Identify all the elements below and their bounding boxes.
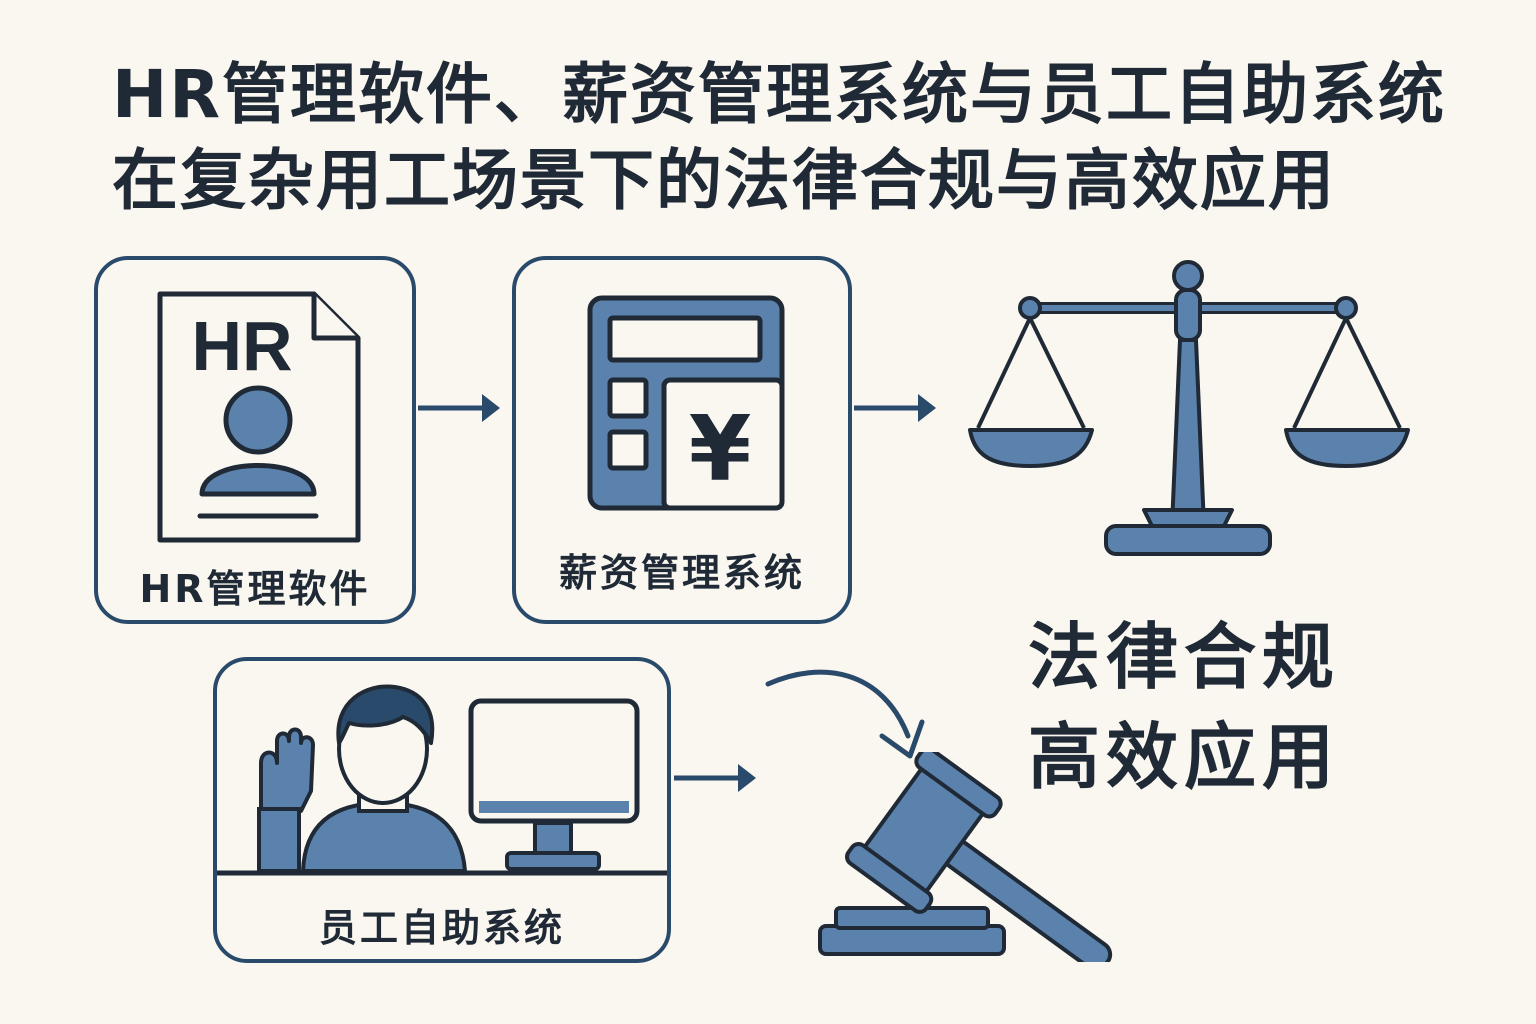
title-line-2: 在复杂用工场景下的法律合规与高效应用 <box>112 142 1336 219</box>
arrow-right-icon <box>674 764 756 792</box>
page-title: HR管理软件、薪资管理系统与员工自助系统 在复杂用工场景下的法律合规与高效应用 <box>112 52 1446 224</box>
hr-document-icon: HR <box>157 291 361 543</box>
yen-symbol: ¥ <box>689 397 752 502</box>
arrow-right-icon <box>418 394 500 422</box>
gavel-icon <box>818 752 1113 962</box>
hr-software-label: HR管理软件 <box>139 567 371 611</box>
curved-arrow-icon <box>765 669 925 759</box>
efficient-application-text: 高效应用 <box>1028 715 1341 799</box>
scales-of-justice-icon <box>968 260 1410 556</box>
payroll-system-box: ¥ 薪资管理系统 <box>512 256 852 624</box>
arrow-right-icon <box>854 394 936 422</box>
employee-computer-icon <box>217 684 667 876</box>
employee-self-service-box: 员工自助系统 <box>213 657 671 963</box>
hr-document-text: HR <box>191 307 292 385</box>
legal-compliance-text: 法律合规 <box>1028 615 1341 699</box>
hr-software-box: HR HR管理软件 <box>94 256 416 624</box>
payroll-system-label: 薪资管理系统 <box>558 551 805 595</box>
employee-self-service-label: 员工自助系统 <box>318 906 565 950</box>
title-line-1: HR管理软件、薪资管理系统与员工自助系统 <box>112 56 1447 133</box>
calculator-icon: ¥ <box>587 295 785 511</box>
